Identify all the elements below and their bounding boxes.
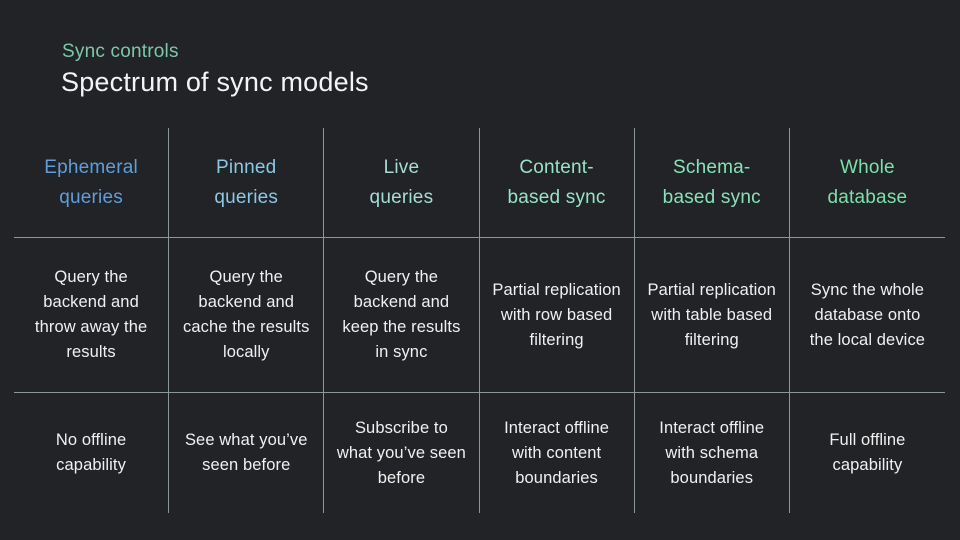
column-header-pinned-queries: Pinned queries <box>169 128 325 238</box>
cell-description-live-queries: Query the backend and keep the results i… <box>324 238 480 393</box>
cell-description-whole-database: Sync the whole database onto the local d… <box>789 238 945 393</box>
cell-description-content-based-sync: Partial replication with row based filte… <box>479 238 635 393</box>
cell-offline-content-based-sync: Interact offline with content boundaries <box>480 393 635 513</box>
cell-description-pinned-queries: Query the backend and cache the results … <box>169 238 325 393</box>
cell-offline-schema-based-sync: Interact offline with schema boundaries <box>635 393 790 513</box>
cell-description-schema-based-sync: Partial replication with table based fil… <box>634 238 790 393</box>
sync-models-table: Ephemeral queries Pinned queries Live qu… <box>14 128 945 513</box>
cell-description-ephemeral-queries: Query the backend and throw away the res… <box>14 238 170 393</box>
column-header-ephemeral-queries: Ephemeral queries <box>14 128 170 238</box>
cell-offline-pinned-queries: See what you’ve seen before <box>169 393 325 513</box>
column-header-whole-database: Whole database <box>789 128 945 238</box>
cell-offline-live-queries: Subscribe to what you’ve seen before <box>324 393 480 513</box>
column-header-schema-based-sync: Schema- based sync <box>634 128 790 238</box>
cell-offline-ephemeral-queries: No offline capability <box>14 393 170 513</box>
column-header-live-queries: Live queries <box>324 128 480 238</box>
slide-title: Spectrum of sync models <box>61 67 369 97</box>
cell-offline-whole-database: Full offline capability <box>829 431 906 474</box>
slide-eyebrow: Sync controls <box>62 41 179 62</box>
column-header-content-based-sync: Content- based sync <box>479 128 635 238</box>
